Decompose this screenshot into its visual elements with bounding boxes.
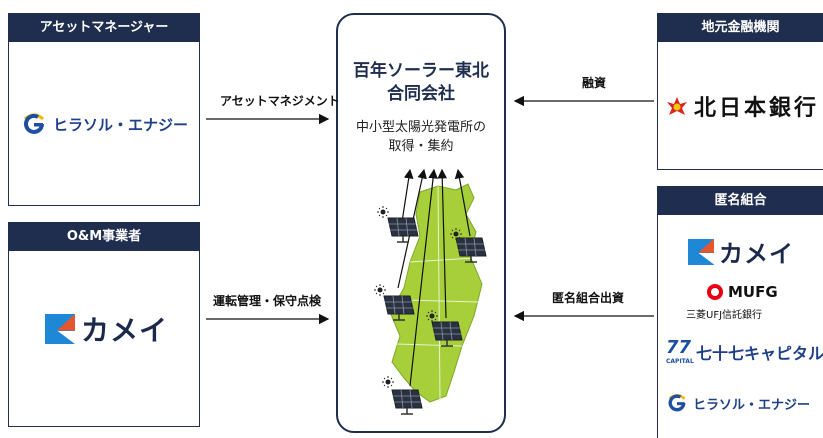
silent-partnership-box: 匿名組合 カメイ MUFG 三菱UFJ信託銀行 77 CAPITAL 七十七キャ…	[657, 186, 823, 438]
mufg-logo: MUFG	[706, 283, 778, 301]
investment-label: 匿名組合出資	[552, 291, 625, 305]
regional-bank-header: 地元金融機関	[658, 14, 823, 42]
hirasol-logo: ヒラソル・エナジー	[21, 111, 188, 137]
operation-label: 運転管理・保守点検	[213, 294, 322, 308]
silent-partnership-header: 匿名組合	[658, 187, 823, 215]
loan-label: 融資	[582, 76, 607, 90]
om-operator-box: O&M事業者 カメイ	[8, 222, 200, 427]
seventy-seven-number: 77	[666, 337, 692, 358]
mufg-trust-name: 三菱UFJ信託銀行	[686, 310, 763, 321]
mufg-name: MUFG	[728, 283, 778, 301]
tohoku-map	[389, 183, 483, 403]
kamei-k-icon	[45, 314, 75, 344]
seventy-seven-name: 七十七キャピタル	[696, 344, 823, 363]
asset-management-label: アセットマネジメント	[220, 94, 340, 108]
regional-bank-box: 地元金融機関 北日本銀行	[657, 13, 823, 170]
company-name-line2: 合同会社	[387, 84, 455, 104]
partner-hirasol-logo: ヒラソル・エナジー	[666, 392, 810, 414]
partner-hirasol-g-icon	[668, 394, 686, 412]
kamei-name: カメイ	[81, 314, 169, 347]
seventy-seven-logo: 77 CAPITAL 七十七キャピタル	[666, 337, 823, 365]
asset-manager-header: アセットマネージャー	[9, 14, 199, 42]
seventy-seven-capital: CAPITAL	[666, 358, 694, 365]
om-operator-header: O&M事業者	[9, 223, 199, 251]
bank-emblem-icon	[667, 97, 687, 115]
company-name-line1: 百年ソーラー東北	[353, 61, 489, 81]
asset-manager-box: アセットマネージャー ヒラソル・エナジー	[8, 13, 200, 206]
hirasol-g-icon	[24, 113, 44, 134]
kitanihon-bank-logo: 北日本銀行	[666, 90, 819, 122]
company-desc-line2: 取得・集約	[388, 139, 454, 154]
partner-hirasol-name: ヒラソル・エナジー	[693, 397, 811, 413]
partner-kamei-logo: カメイ	[688, 234, 794, 269]
company-desc-line1: 中小型太陽光発電所の	[355, 120, 486, 135]
kamei-logo: カメイ	[45, 309, 168, 349]
mufg-mark-icon	[707, 284, 723, 300]
bank-name: 北日本銀行	[694, 96, 820, 121]
partner-kamei-k-icon	[688, 238, 714, 265]
partner-kamei-name: カメイ	[719, 240, 794, 268]
seventy-seven-mark: 77 CAPITAL	[666, 337, 694, 365]
hirasol-name: ヒラソル・エナジー	[53, 115, 189, 134]
